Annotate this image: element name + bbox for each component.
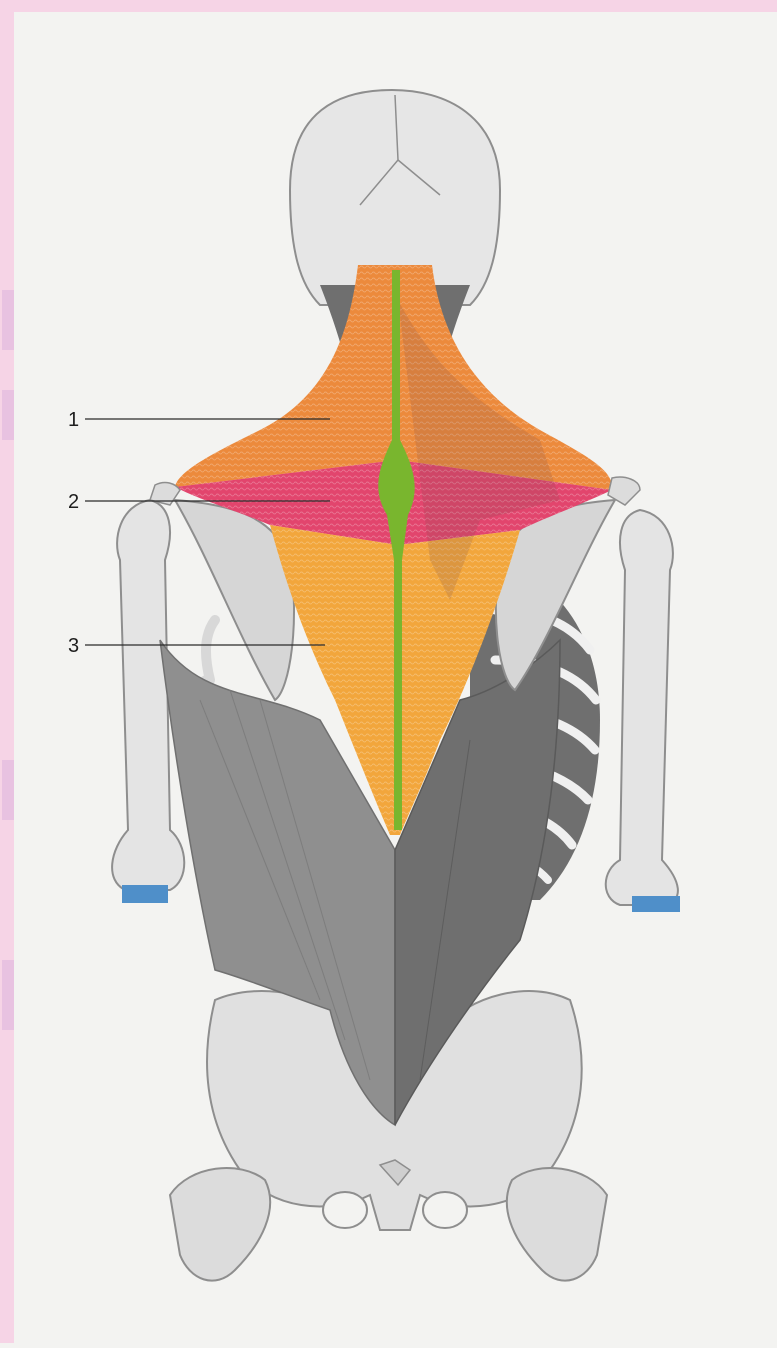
label-3: 3 bbox=[68, 635, 79, 657]
right-cartilage bbox=[632, 896, 680, 912]
label-2: 2 bbox=[68, 491, 79, 513]
label-1: 1 bbox=[68, 409, 79, 431]
left-cartilage bbox=[122, 885, 168, 903]
